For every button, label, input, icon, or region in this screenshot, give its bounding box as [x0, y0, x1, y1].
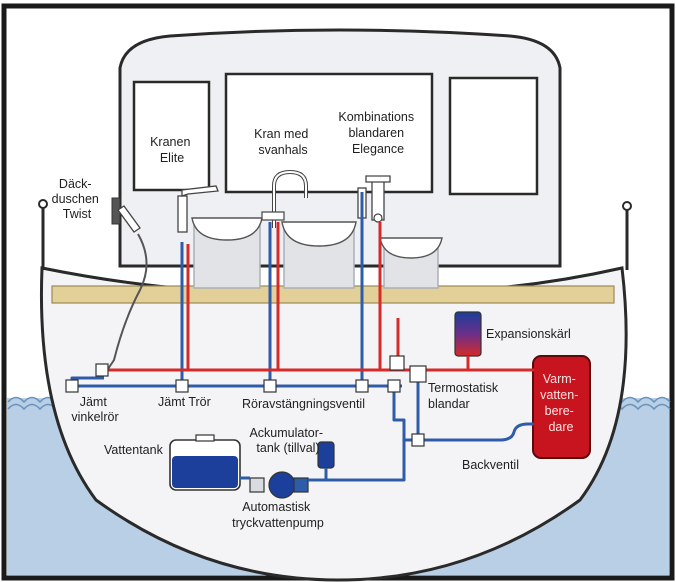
water-waves-left [7, 396, 57, 411]
faucet-swan-neck-icon [261, 169, 308, 228]
cabin-window-1 [132, 80, 211, 192]
cold-water-pipes [70, 192, 534, 482]
accumulator-tank-icon [317, 441, 335, 469]
cabin-window-2 [224, 72, 434, 194]
label-deck-shower: Däck- duschen Twist [52, 177, 103, 221]
pump-icon [249, 471, 309, 499]
water-tank-icon [169, 434, 241, 491]
faucet-elite-icon [177, 185, 219, 233]
label-elbow-pipe: Jämt vinkelrör [71, 395, 118, 424]
label-tee-pipe: Jämt Trör [158, 395, 211, 409]
label-shutoff-valve: Röravstängningsventil [242, 397, 365, 411]
hot-water-pipes [100, 222, 534, 372]
pipe-fittings [65, 355, 427, 447]
sink-cabinet-2 [281, 221, 357, 289]
expansion-tank-icon [454, 311, 482, 364]
cabin-window-3 [448, 76, 539, 196]
label-faucet-elite: Kranen Elite [150, 135, 194, 165]
bow-rail-right [622, 201, 632, 270]
label-mixer-elegance: Kombinations blandaren Elegance [338, 110, 417, 156]
label-thermostatic-mixer: Termostatisk blandar [428, 381, 502, 411]
label-accumulator: Ackumulator- tank (tillval) [249, 426, 326, 455]
label-pump: Automastisk tryckvattenpump [232, 500, 324, 530]
sink-cabinet-1 [191, 217, 263, 289]
label-water-heater: Varm- vatten- bere- dare [540, 372, 582, 434]
deck-shower-icon [105, 197, 148, 373]
label-faucet-swan: Kran med svanhals [254, 127, 312, 157]
label-expansion-tank: Expansionskärl [486, 327, 571, 341]
water-heater-icon [532, 355, 591, 459]
label-check-valve: Backventil [462, 458, 519, 472]
deck-shower-hose [105, 233, 148, 373]
label-water-tank: Vattentank [104, 443, 164, 457]
bow-rail-left [38, 199, 48, 270]
sink-cabinet-3 [379, 237, 443, 289]
